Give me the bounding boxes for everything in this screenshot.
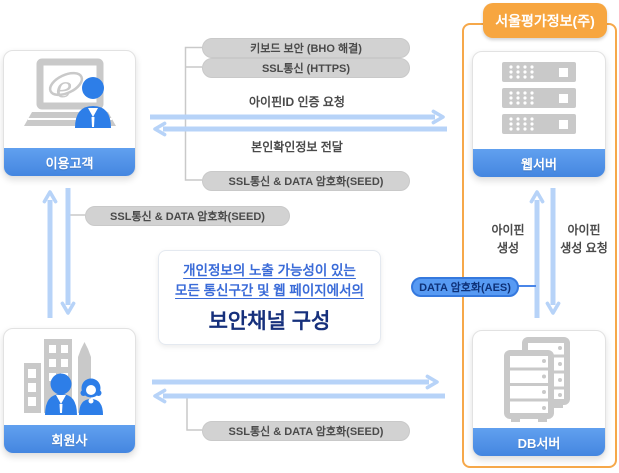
node-db-server-label: DB서버 [473,428,605,456]
node-user-label: 이용고객 [4,148,135,176]
message-line1: 개인정보의 노출 가능성이 있는 [183,262,356,278]
pill-ssl-seed-user-web: SSL통신 & DATA 암호화(SEED) [202,171,410,191]
label-identity-delivery: 본인확인정보 전달 [251,140,343,154]
pill-ssl-seed-user-member: SSL통신 & DATA 암호화(SEED) [85,206,290,226]
message-title: 보안채널 구성 [208,309,331,333]
label-ipin-create: 아이핀 생성 [478,221,538,257]
node-db-server[interactable]: DB서버 [472,330,606,457]
node-member[interactable]: 회원사 [3,328,136,454]
label-ipin-create-request-line1: 아이핀 [567,223,601,237]
web-server-icon [473,52,605,149]
node-member-label: 회원사 [4,425,135,453]
message-line2: 모든 통신구간 및 웹 페이지에서의 [175,282,364,298]
member-company-icon [4,329,135,425]
label-ipin-create-line1: 아이핀 [491,223,525,237]
pill-connector-lines [68,46,202,431]
pill-keyboard-security: 키보드 보안 (BHO 해결) [202,38,410,58]
pill-ssl-seed-member-db: SSL통신 & DATA 암호화(SEED) [202,421,410,441]
node-web-server-label: 웹서버 [473,149,605,177]
pill-data-encryption-aes: DATA 암호화(AES) [411,277,519,297]
label-ipin-create-line2: 생성 [496,241,520,255]
user-computer-icon: e [4,51,135,148]
label-ipin-create-request-line2: 생성 요청 [560,241,608,255]
node-user[interactable]: e 이용고객 [3,50,136,177]
node-web-server[interactable]: 웹서버 [472,51,606,178]
message-box: 개인정보의 노출 가능성이 있는 모든 통신구간 및 웹 페이지에서의 보안채널… [158,250,381,345]
db-server-icon [473,331,605,428]
pill-ssl-https: SSL통신 (HTTPS) [202,58,410,78]
label-ipin-auth-request: 아이핀ID 인증 요청 [249,95,345,109]
label-ipin-create-request: 아이핀 생성 요청 [548,221,619,257]
provider-badge: 서울평가정보(주) [483,3,607,38]
